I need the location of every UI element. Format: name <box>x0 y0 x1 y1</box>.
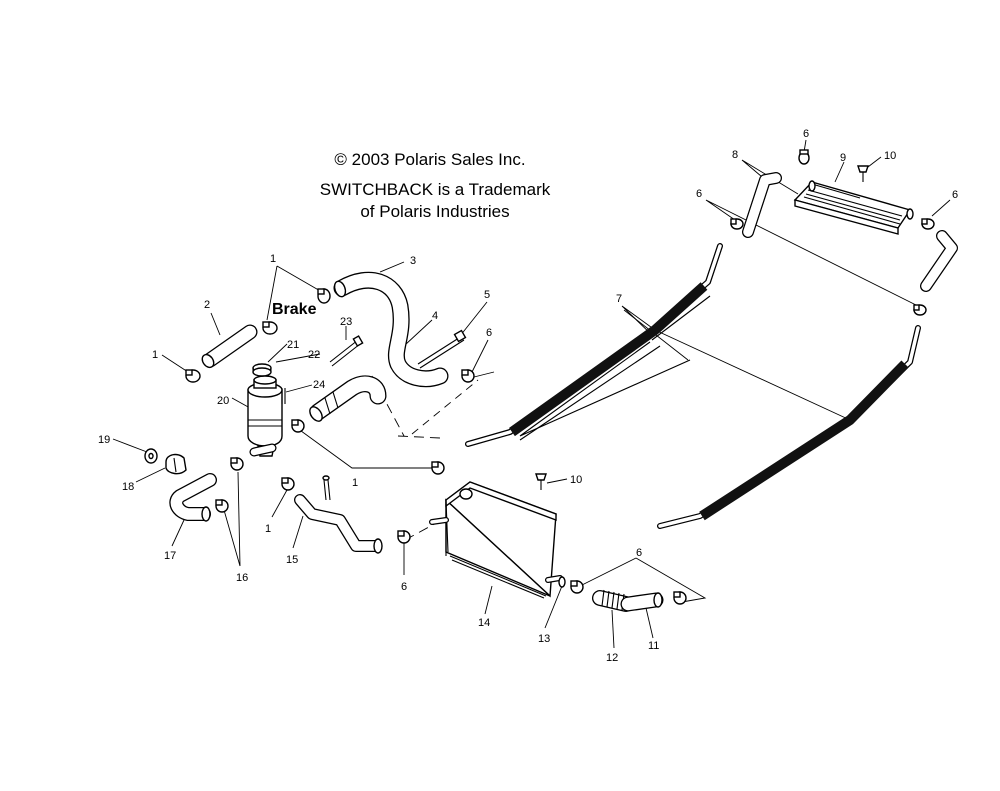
bleed-screw-top <box>857 165 869 182</box>
callout-23: 23 <box>340 316 352 328</box>
callout-6: 6 <box>636 547 642 559</box>
clamp <box>215 499 229 513</box>
clamp <box>798 149 810 165</box>
straight-hose-rear <box>620 592 664 612</box>
coolant-reservoir <box>247 375 283 457</box>
callout-16: 16 <box>236 572 248 584</box>
elbow-hose-left <box>742 172 782 238</box>
callout-12: 12 <box>606 652 618 664</box>
callout-11: 11 <box>648 640 659 652</box>
callout-6: 6 <box>401 581 407 593</box>
reservoir-cap <box>252 363 272 377</box>
callout-6: 6 <box>696 188 702 200</box>
clamp <box>461 369 475 383</box>
callout-22: 22 <box>308 349 320 361</box>
clamp <box>397 530 411 544</box>
bracket-rod <box>329 335 364 367</box>
callout-21: 21 <box>287 339 299 351</box>
clamp <box>185 369 201 383</box>
callout-2: 2 <box>204 299 210 311</box>
clamp <box>281 477 295 491</box>
callout-6: 6 <box>803 128 809 140</box>
clamp <box>570 580 584 594</box>
trademark-line-2: of Polaris Industries <box>360 202 510 221</box>
callout-18: 18 <box>122 481 134 493</box>
clamp <box>317 288 331 304</box>
o-ring <box>558 576 566 588</box>
bleed-screw-middle <box>535 473 547 490</box>
callout-6: 6 <box>952 189 958 201</box>
clamp <box>230 457 244 471</box>
copyright-notice: © 2003 Polaris Sales Inc. <box>334 150 526 169</box>
callout-4: 4 <box>432 310 438 322</box>
straight-hose <box>201 324 258 369</box>
callout-19: 19 <box>98 434 110 446</box>
trademark-line-1: SWITCHBACK is a Trademark <box>319 180 551 199</box>
brake-label: Brake <box>272 301 317 318</box>
callout-1: 1 <box>152 349 158 361</box>
callout-24: 24 <box>313 379 325 391</box>
front-heat-exchanger <box>429 481 563 599</box>
callout-5: 5 <box>484 289 490 301</box>
bent-hose-small <box>169 473 217 522</box>
clamp <box>262 321 278 335</box>
callout-1: 1 <box>265 523 271 535</box>
reservoir-fitting <box>281 388 286 404</box>
hose-clip <box>165 453 187 475</box>
top-heat-exchanger <box>793 180 914 235</box>
callout-3: 3 <box>410 255 416 267</box>
callout-9: 9 <box>840 152 846 164</box>
clamp <box>913 304 927 316</box>
clamp <box>921 218 935 230</box>
elbow-hose-right <box>920 230 958 292</box>
clamp <box>291 419 305 433</box>
callout-labels: 1 1 1 1 2 3 4 5 6 6 6 6 6 6 7 8 9 10 10 … <box>98 128 958 664</box>
fitting-rod <box>417 329 467 369</box>
washer <box>144 448 158 464</box>
heat-exchanger-tube-rear <box>657 325 921 529</box>
heat-exchanger-tube-front <box>465 243 723 447</box>
clamp <box>431 461 445 475</box>
hose-clamps <box>185 149 935 605</box>
elbow-hose-middle <box>309 375 387 422</box>
curved-hose-large <box>333 271 449 388</box>
callout-8: 8 <box>732 149 738 161</box>
callout-15: 15 <box>286 554 298 566</box>
callout-10: 10 <box>570 474 582 486</box>
callout-14: 14 <box>478 617 490 629</box>
clamp <box>730 218 744 230</box>
callout-20: 20 <box>217 395 229 407</box>
callout-1: 1 <box>270 253 276 265</box>
callout-17: 17 <box>164 550 176 562</box>
clamp <box>673 591 687 605</box>
callout-7: 7 <box>616 293 622 305</box>
callout-13: 13 <box>538 633 550 645</box>
formed-hose <box>294 475 383 554</box>
callout-10: 10 <box>884 150 896 162</box>
callout-1: 1 <box>352 477 358 489</box>
callout-6: 6 <box>486 327 492 339</box>
